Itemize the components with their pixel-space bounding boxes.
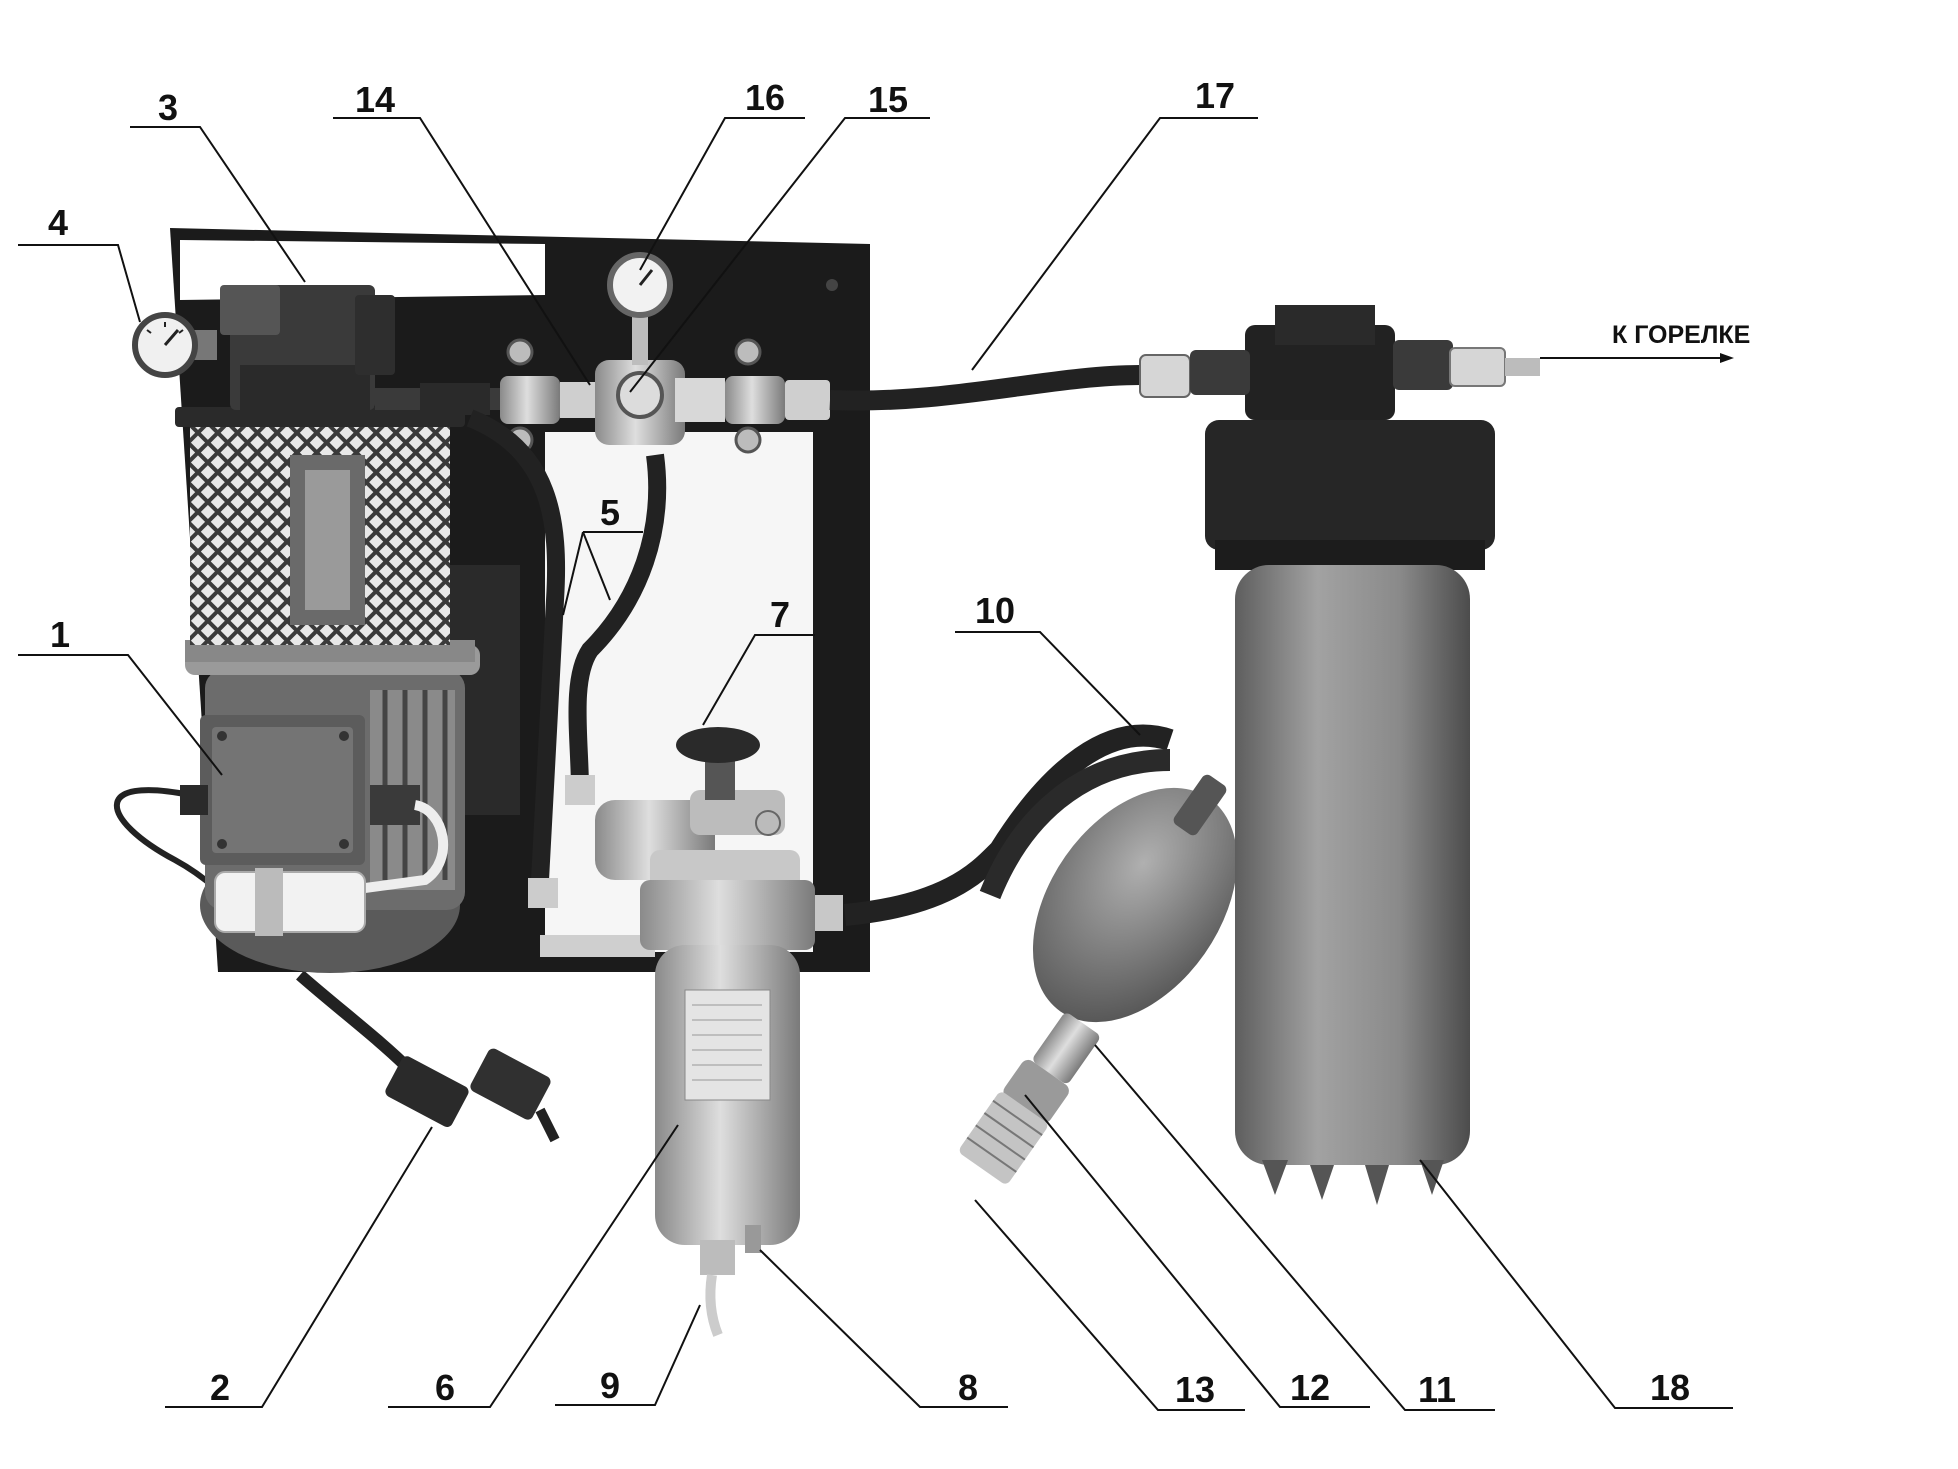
leader-lines	[18, 117, 1734, 1411]
leader-17	[971, 117, 1258, 371]
leader-14	[333, 117, 591, 386]
leader-3	[130, 126, 306, 283]
oil-pump	[220, 285, 395, 415]
terminal-box	[180, 715, 420, 865]
callout-9: 9	[600, 1365, 620, 1406]
fine-filter	[595, 727, 843, 1337]
equipment-illustration	[113, 228, 1540, 1337]
leader-18	[1419, 1159, 1733, 1409]
callout-2: 2	[210, 1367, 230, 1408]
callout-17: 17	[1195, 75, 1235, 116]
callout-labels: 1 2 3 4 5 6 7 8 9 10 11 12 13 14 15 16 1…	[48, 75, 1750, 1410]
callout-13: 13	[1175, 1369, 1215, 1410]
callout-18: 18	[1650, 1367, 1690, 1408]
leader-13	[974, 1199, 1245, 1411]
leader-4	[18, 244, 141, 323]
burner-arrowhead	[1720, 353, 1734, 363]
callout-4: 4	[48, 202, 68, 243]
callout-12: 12	[1290, 1367, 1330, 1408]
white-fitting	[214, 800, 448, 936]
callout-8: 8	[958, 1367, 978, 1408]
leader-1	[18, 654, 223, 776]
burner-caption: К ГОРЕЛКЕ	[1612, 321, 1750, 349]
callout-1: 1	[50, 614, 70, 655]
leader-5b	[582, 531, 611, 601]
hoses-5	[466, 409, 667, 957]
callout-16: 16	[745, 77, 785, 118]
callout-14: 14	[355, 79, 395, 120]
leader-8	[759, 1249, 1008, 1408]
leader-7	[702, 634, 815, 726]
callout-10: 10	[975, 590, 1015, 631]
leader-2	[165, 1126, 433, 1408]
callout-7: 7	[770, 594, 790, 635]
check-valve-strainer	[959, 1013, 1100, 1184]
leader-6	[388, 1124, 679, 1408]
callout-3: 3	[158, 87, 178, 128]
leader-9	[555, 1304, 701, 1406]
canister-filter	[1190, 305, 1540, 1205]
coupling-guard	[175, 407, 475, 662]
leader-15	[629, 117, 930, 393]
pressure-gauge-left	[132, 312, 217, 378]
callout-11: 11	[1418, 1369, 1456, 1410]
hose-10	[843, 724, 1174, 926]
hose-17	[829, 354, 1191, 411]
pressure-manifold	[375, 252, 830, 454]
leader-16	[639, 117, 805, 271]
float-chamber	[1032, 774, 1238, 1023]
leader-10	[955, 631, 1141, 736]
leader-12	[1024, 1094, 1370, 1408]
callout-15: 15	[868, 79, 908, 120]
callout-6: 6	[435, 1367, 455, 1408]
leader-11	[1094, 1044, 1495, 1411]
leader-5a	[562, 531, 584, 616]
callout-5: 5	[600, 492, 620, 533]
